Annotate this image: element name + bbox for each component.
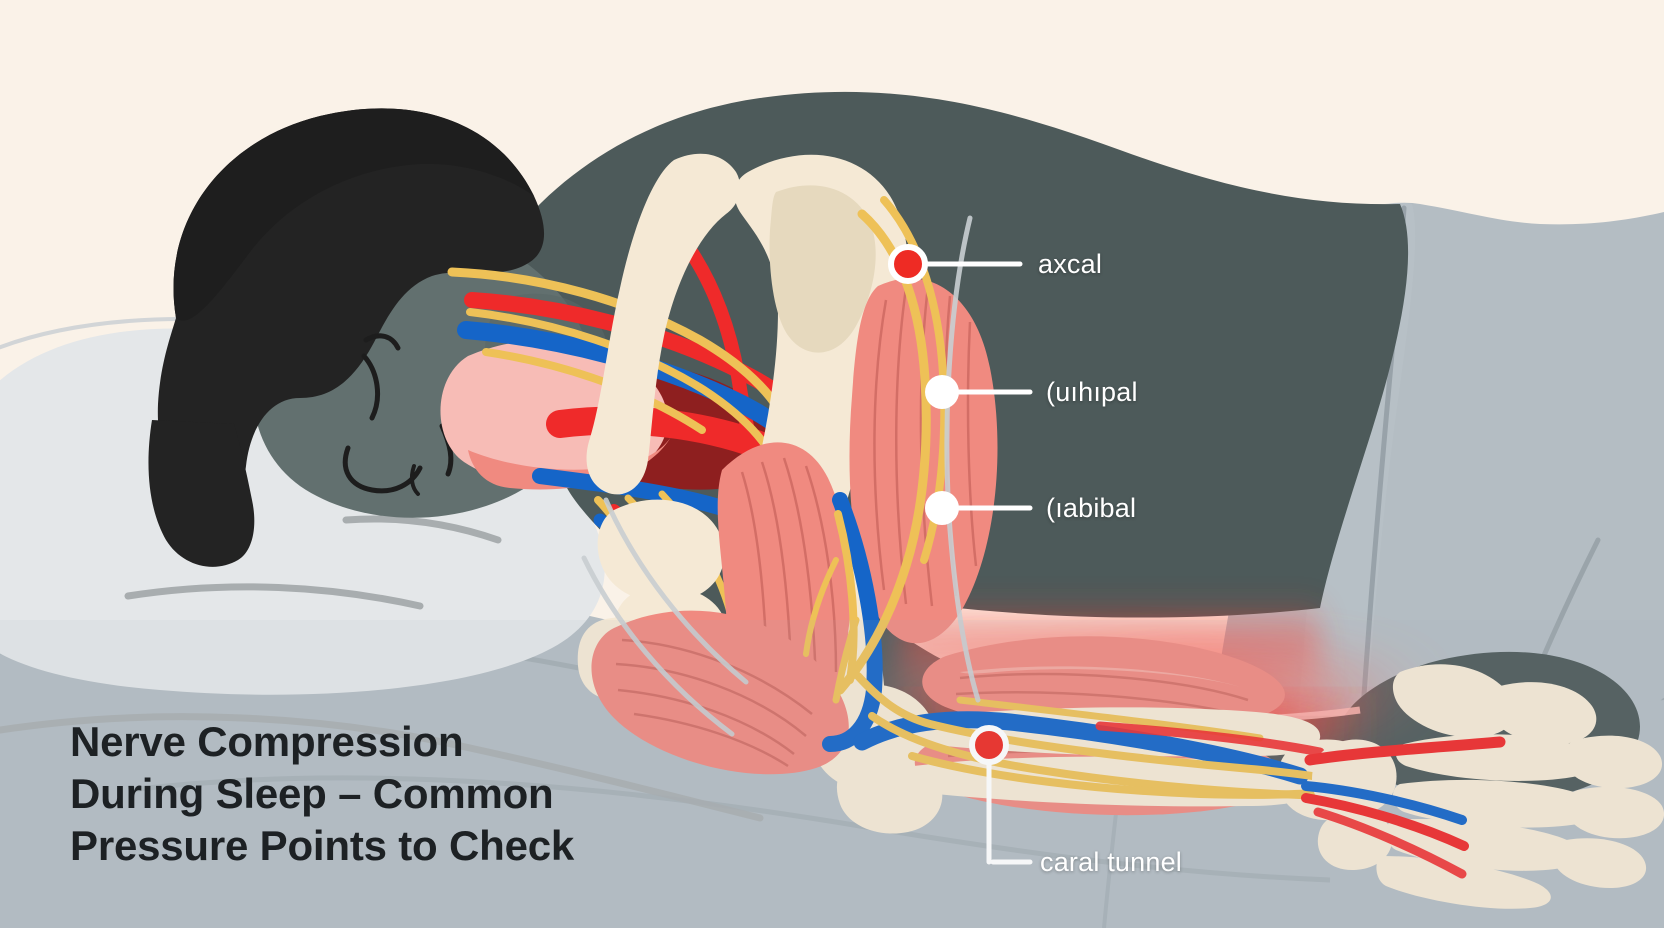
- marker-dot-axillary[interactable]: [888, 244, 928, 284]
- callout-graphics: [888, 244, 1033, 865]
- marker-dot-upper-arm[interactable]: [925, 375, 959, 409]
- vignette-layer: [0, 620, 1664, 928]
- marker-dot-carpal-tunnel[interactable]: [969, 725, 1009, 765]
- hand-skeleton-layer: [1301, 664, 1664, 909]
- marker-dot-mid-arm[interactable]: [925, 491, 959, 525]
